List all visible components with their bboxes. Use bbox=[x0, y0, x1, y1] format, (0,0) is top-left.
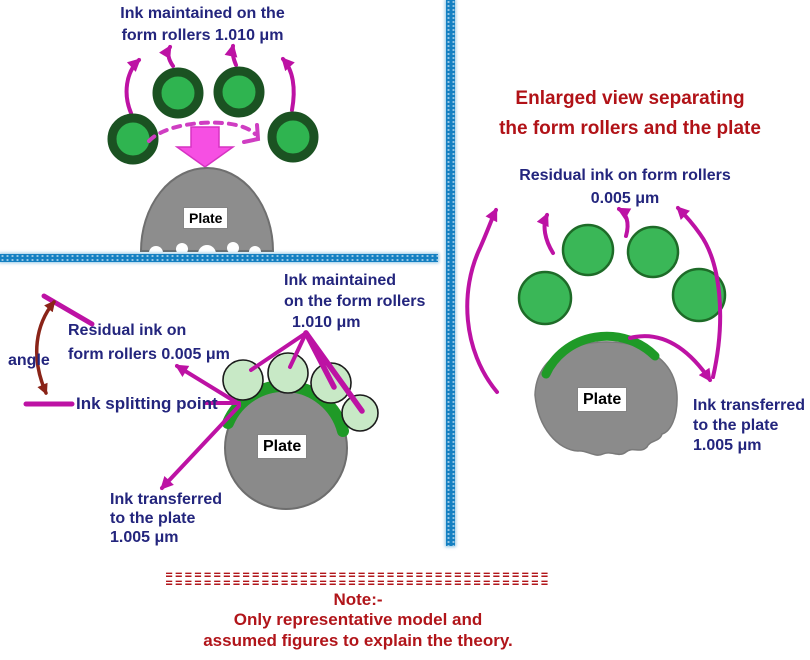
rotation-arc-icon bbox=[147, 120, 261, 144]
residual-line2: form rollers 0.005 μm bbox=[68, 346, 230, 363]
pale-form-rollers bbox=[222, 352, 379, 432]
form-roller bbox=[152, 67, 204, 119]
right-title-line1: Enlarged view separating bbox=[515, 88, 745, 109]
right-residual-line1: Residual ink on form rollers bbox=[519, 167, 731, 184]
form-roller bbox=[671, 267, 727, 323]
residual-ink-arrow-icons bbox=[465, 206, 723, 394]
note-rule-row: ======================================== bbox=[165, 568, 551, 582]
form-roller bbox=[267, 111, 319, 163]
form-roller bbox=[626, 225, 680, 279]
ink-splitting-point-label: Ink splitting point bbox=[76, 394, 218, 413]
vertical-divider bbox=[446, 0, 455, 546]
angle-label: angle bbox=[8, 352, 50, 369]
residual-ink-label: Residual ink on form rollers 0.005 μm bbox=[460, 164, 790, 210]
top-left-title-line1: Ink maintained on the bbox=[120, 5, 285, 22]
right-panel-title: Enlarged view separating the form roller… bbox=[455, 84, 805, 144]
plate-label: Plate bbox=[184, 208, 228, 229]
form-roller bbox=[561, 223, 615, 277]
form-roller bbox=[267, 352, 309, 394]
ink-transferred-label: Ink transferred to the plate 1.005 μm bbox=[693, 396, 805, 456]
transfer-down-arrow-icon bbox=[174, 126, 236, 168]
form-roller bbox=[341, 394, 379, 432]
ink-maintained-line2: on the form rollers bbox=[284, 293, 426, 310]
ink-film-arc bbox=[541, 331, 660, 379]
note-heading: Note:- bbox=[333, 590, 383, 609]
transferred-line1: Ink transferred bbox=[110, 491, 223, 508]
form-roller bbox=[517, 270, 573, 326]
form-roller bbox=[213, 66, 265, 118]
right-transferred-line1: Ink transferred bbox=[693, 397, 806, 414]
right-panel-graphic bbox=[465, 206, 727, 456]
form-roller bbox=[107, 113, 159, 165]
plate-label: Plate bbox=[578, 388, 627, 412]
ink-maintained-line3: 1.010 μm bbox=[292, 314, 361, 331]
angle-double-arrow-icon bbox=[35, 300, 56, 396]
right-title-line2: the form rollers and the plate bbox=[499, 118, 761, 139]
transferred-line2: to the plate bbox=[110, 510, 196, 527]
note-line2: assumed figures to explain the theory. bbox=[203, 631, 513, 650]
residual-ink-label: Residual ink on form rollers 0.005 μm bbox=[68, 319, 230, 367]
top-left-title: Ink maintained on the form rollers 1.010… bbox=[85, 3, 320, 47]
ink-maintained-line1: Ink maintained bbox=[284, 272, 397, 289]
horizontal-divider bbox=[0, 254, 438, 262]
top-left-panel-graphic bbox=[107, 43, 319, 256]
callout-fan-lines bbox=[249, 330, 365, 414]
top-left-title-line2: form rollers 1.010 μm bbox=[121, 27, 284, 44]
ink-maintained-label: Ink maintained on the form rollers 1.010… bbox=[284, 270, 425, 333]
note-rule-row: ======================================== bbox=[165, 576, 551, 590]
right-transferred-line3: 1.005 μm bbox=[693, 437, 762, 454]
ink-transfer-arrow-icon bbox=[628, 334, 712, 383]
plate-label: Plate bbox=[258, 435, 307, 459]
form-rollers bbox=[107, 66, 319, 165]
note-rule: ========================================… bbox=[133, 568, 583, 590]
separated-form-rollers bbox=[517, 223, 727, 326]
splitting-point-arrows bbox=[160, 364, 241, 490]
note-line1: Only representative model and bbox=[233, 610, 483, 629]
transferred-line3: 1.005 μm bbox=[110, 529, 179, 546]
ink-transferred-label: Ink transferred to the plate 1.005 μm bbox=[110, 490, 222, 547]
right-transferred-line2: to the plate bbox=[693, 417, 779, 434]
residual-line1: Residual ink on bbox=[68, 322, 187, 339]
ink-release-arrow-icons bbox=[124, 43, 296, 115]
right-residual-line2: 0.005 μm bbox=[590, 190, 660, 207]
